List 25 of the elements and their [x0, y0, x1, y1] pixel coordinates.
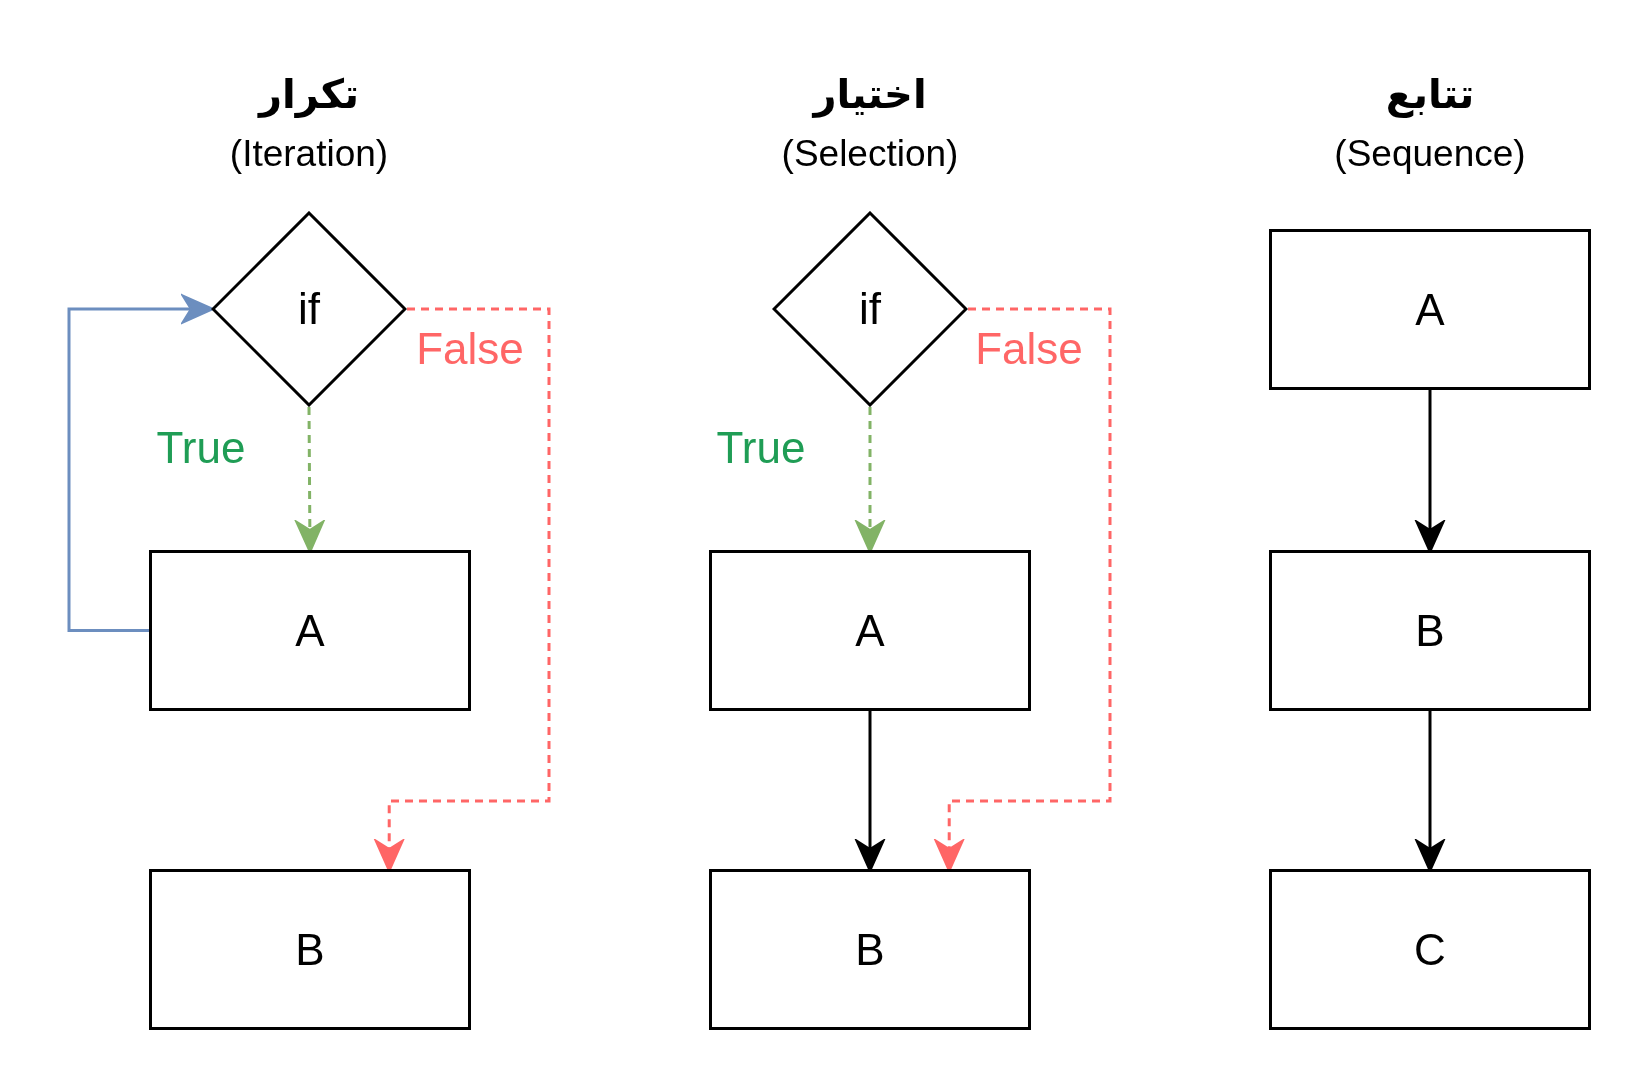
- decision-diamond: [211, 211, 407, 407]
- process-box: [1269, 229, 1591, 390]
- node-label: C: [1414, 924, 1446, 975]
- node-label: B: [1415, 605, 1445, 656]
- process-box: [149, 869, 471, 1030]
- section-title: (Selection): [781, 133, 959, 175]
- process-box: [1269, 869, 1591, 1030]
- section-title: تکرار: [259, 71, 359, 117]
- process-box: [149, 550, 471, 711]
- decision-diamond: [772, 211, 968, 407]
- node-label: if: [298, 284, 320, 334]
- process-box: [709, 550, 1031, 711]
- node-label: A: [295, 605, 325, 656]
- process-box: [709, 869, 1031, 1030]
- node-label: A: [1415, 284, 1445, 335]
- section-title: (Sequence): [1334, 133, 1526, 175]
- node-label: if: [859, 284, 881, 334]
- section-title: تتابع: [1385, 71, 1475, 117]
- node-label: B: [855, 924, 885, 975]
- section-title: اختیار: [813, 71, 927, 117]
- arrow: [67, 294, 214, 632]
- process-box: [1269, 550, 1591, 711]
- section-title: (Iteration): [229, 133, 389, 175]
- node-label: B: [295, 924, 325, 975]
- node-label: A: [855, 605, 885, 656]
